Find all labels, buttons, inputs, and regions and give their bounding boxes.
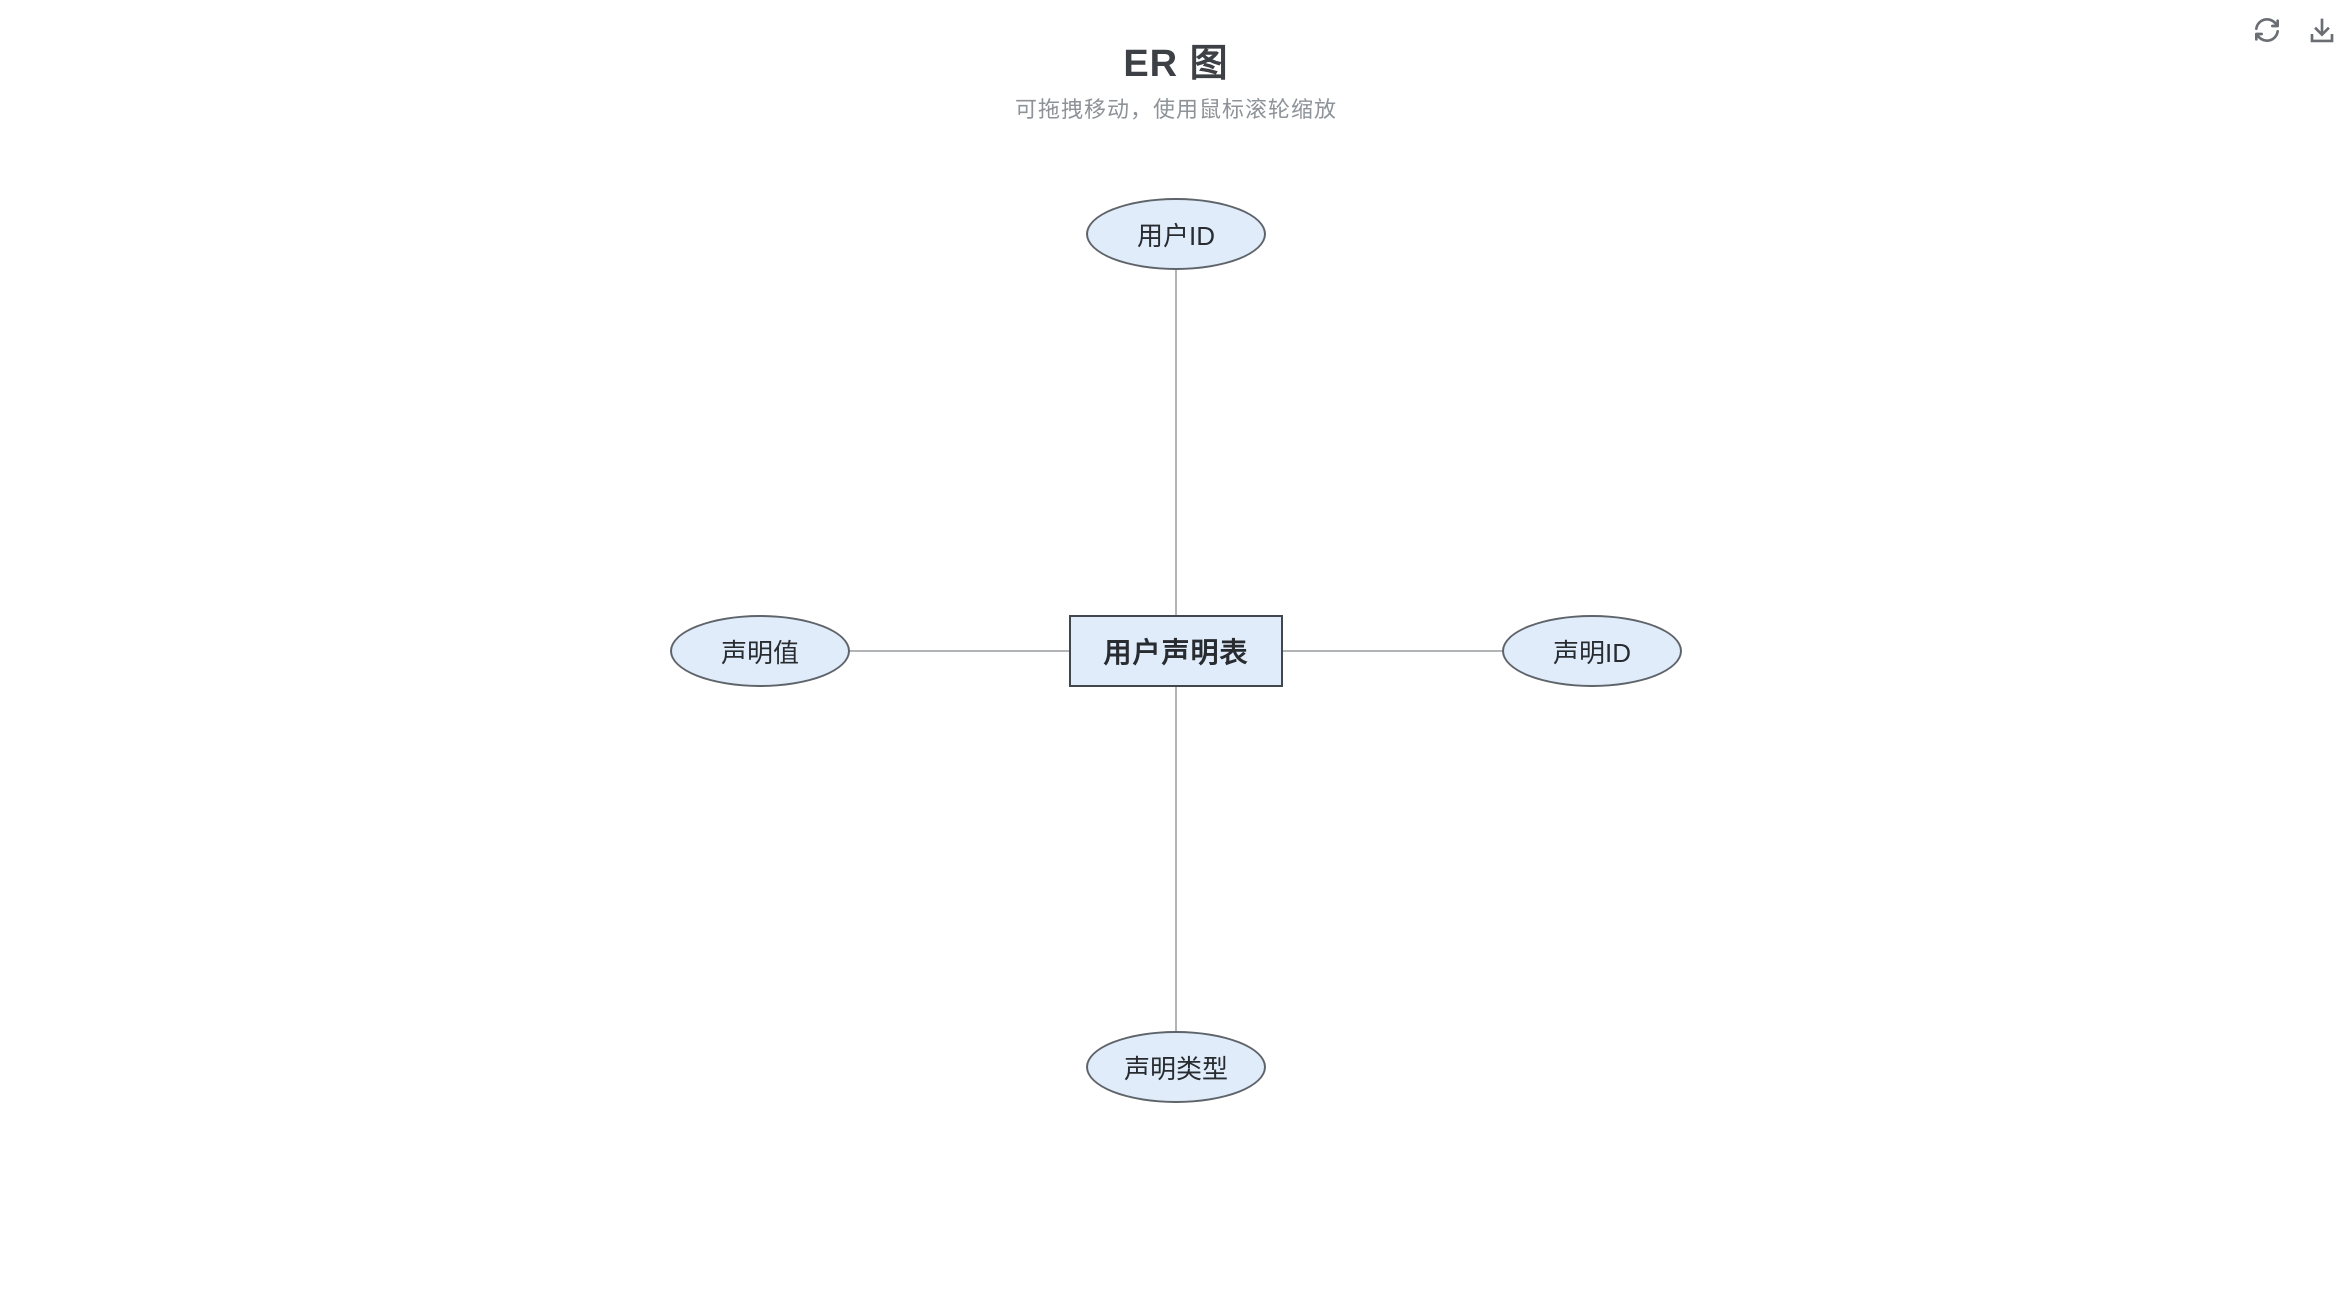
attribute-label: 声明值 bbox=[720, 637, 799, 668]
attribute-label: 声明ID bbox=[1552, 637, 1631, 668]
attribute-node-top[interactable]: 用户ID bbox=[1086, 198, 1266, 270]
attribute-node-right[interactable]: 声明ID bbox=[1502, 615, 1682, 687]
entity-label: 用户声明表 bbox=[1103, 637, 1249, 668]
entity-node[interactable]: 用户声明表 bbox=[1069, 615, 1283, 687]
attribute-label: 声明类型 bbox=[1123, 1053, 1228, 1084]
attribute-node-bottom[interactable]: 声明类型 bbox=[1086, 1031, 1266, 1103]
toolbar bbox=[2250, 13, 2339, 47]
attribute-node-left[interactable]: 声明值 bbox=[670, 615, 850, 687]
attribute-label: 用户ID bbox=[1136, 220, 1215, 251]
refresh-icon bbox=[2255, 18, 2279, 42]
refresh-button[interactable] bbox=[2250, 13, 2284, 47]
download-button[interactable] bbox=[2305, 13, 2339, 47]
download-icon bbox=[2310, 18, 2334, 43]
